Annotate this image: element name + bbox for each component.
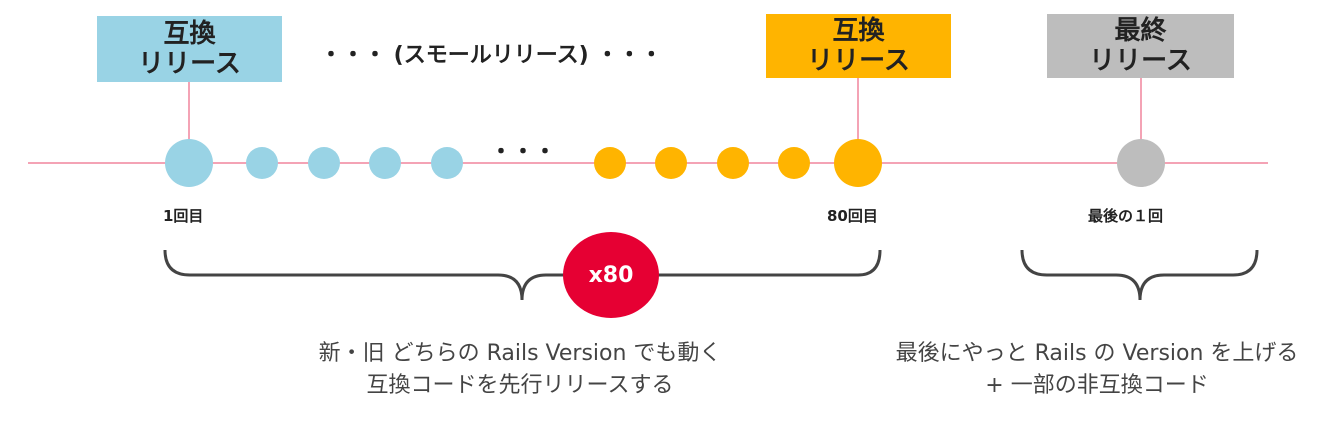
caption-line-2: + 一部の非互換コード: [985, 373, 1209, 398]
box-line-2: リリース: [807, 46, 910, 76]
release-dot-first: [165, 139, 213, 187]
release-dot-eightieth: [834, 139, 882, 187]
box-line-1: 互換: [832, 16, 885, 46]
release-dot-final: [1117, 139, 1165, 187]
final-release-box: 最終 リリース: [1047, 14, 1234, 78]
compat-release-box-first: 互換 リリース: [97, 16, 282, 82]
release-dot: [717, 147, 749, 179]
release-dot: [246, 147, 278, 179]
release-dot: [778, 147, 810, 179]
caption-line-2: 互換コードを先行リリースする: [366, 373, 674, 398]
label-first: 1回目: [163, 207, 204, 225]
release-dot: [655, 147, 687, 179]
brace-final-release: [1020, 249, 1259, 301]
timeline-ellipsis: ・・・: [490, 140, 557, 165]
caption-compat: 新・旧 どちらの Rails Version でも動く 互換コードを先行リリース…: [270, 338, 770, 402]
release-dot: [308, 147, 340, 179]
caption-line-1: 新・旧 どちらの Rails Version でも動く: [318, 341, 722, 366]
box-line-1: 最終: [1114, 16, 1167, 46]
small-releases-text: ・・・ (スモールリリース) ・・・: [320, 43, 663, 68]
box-line-2: リリース: [1089, 46, 1192, 76]
caption-final: 最後にやっと Rails の Version を上げる + 一部の非互換コード: [858, 338, 1336, 402]
label-final: 最後の１回: [1088, 207, 1164, 225]
repeat-count-badge: x80: [563, 232, 659, 318]
compat-release-box-eightieth: 互換 リリース: [766, 14, 951, 78]
release-dot: [594, 147, 626, 179]
release-dot: [369, 147, 401, 179]
box-line-2: リリース: [138, 49, 241, 79]
box-line-1: 互換: [163, 19, 216, 49]
release-dot: [431, 147, 463, 179]
label-eightieth: 80回目: [827, 207, 878, 225]
brace-compat-releases: [163, 249, 882, 301]
caption-line-1: 最後にやっと Rails の Version を上げる: [895, 341, 1299, 366]
